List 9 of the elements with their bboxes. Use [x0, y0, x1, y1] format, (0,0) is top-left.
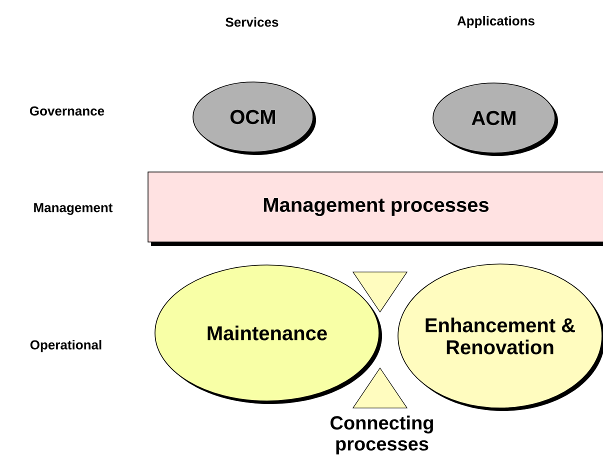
column-heading: Applications [457, 16, 534, 28]
row-label: Governance [30, 106, 104, 116]
oval: OCM [192, 82, 316, 155]
row-label: Management [34, 203, 113, 215]
column-heading: Services [226, 17, 278, 27]
process-band: Management processes [148, 172, 603, 246]
caption: Connecting processes [330, 416, 433, 454]
oval: ACM [432, 82, 558, 156]
row-label: Operational [30, 340, 102, 352]
